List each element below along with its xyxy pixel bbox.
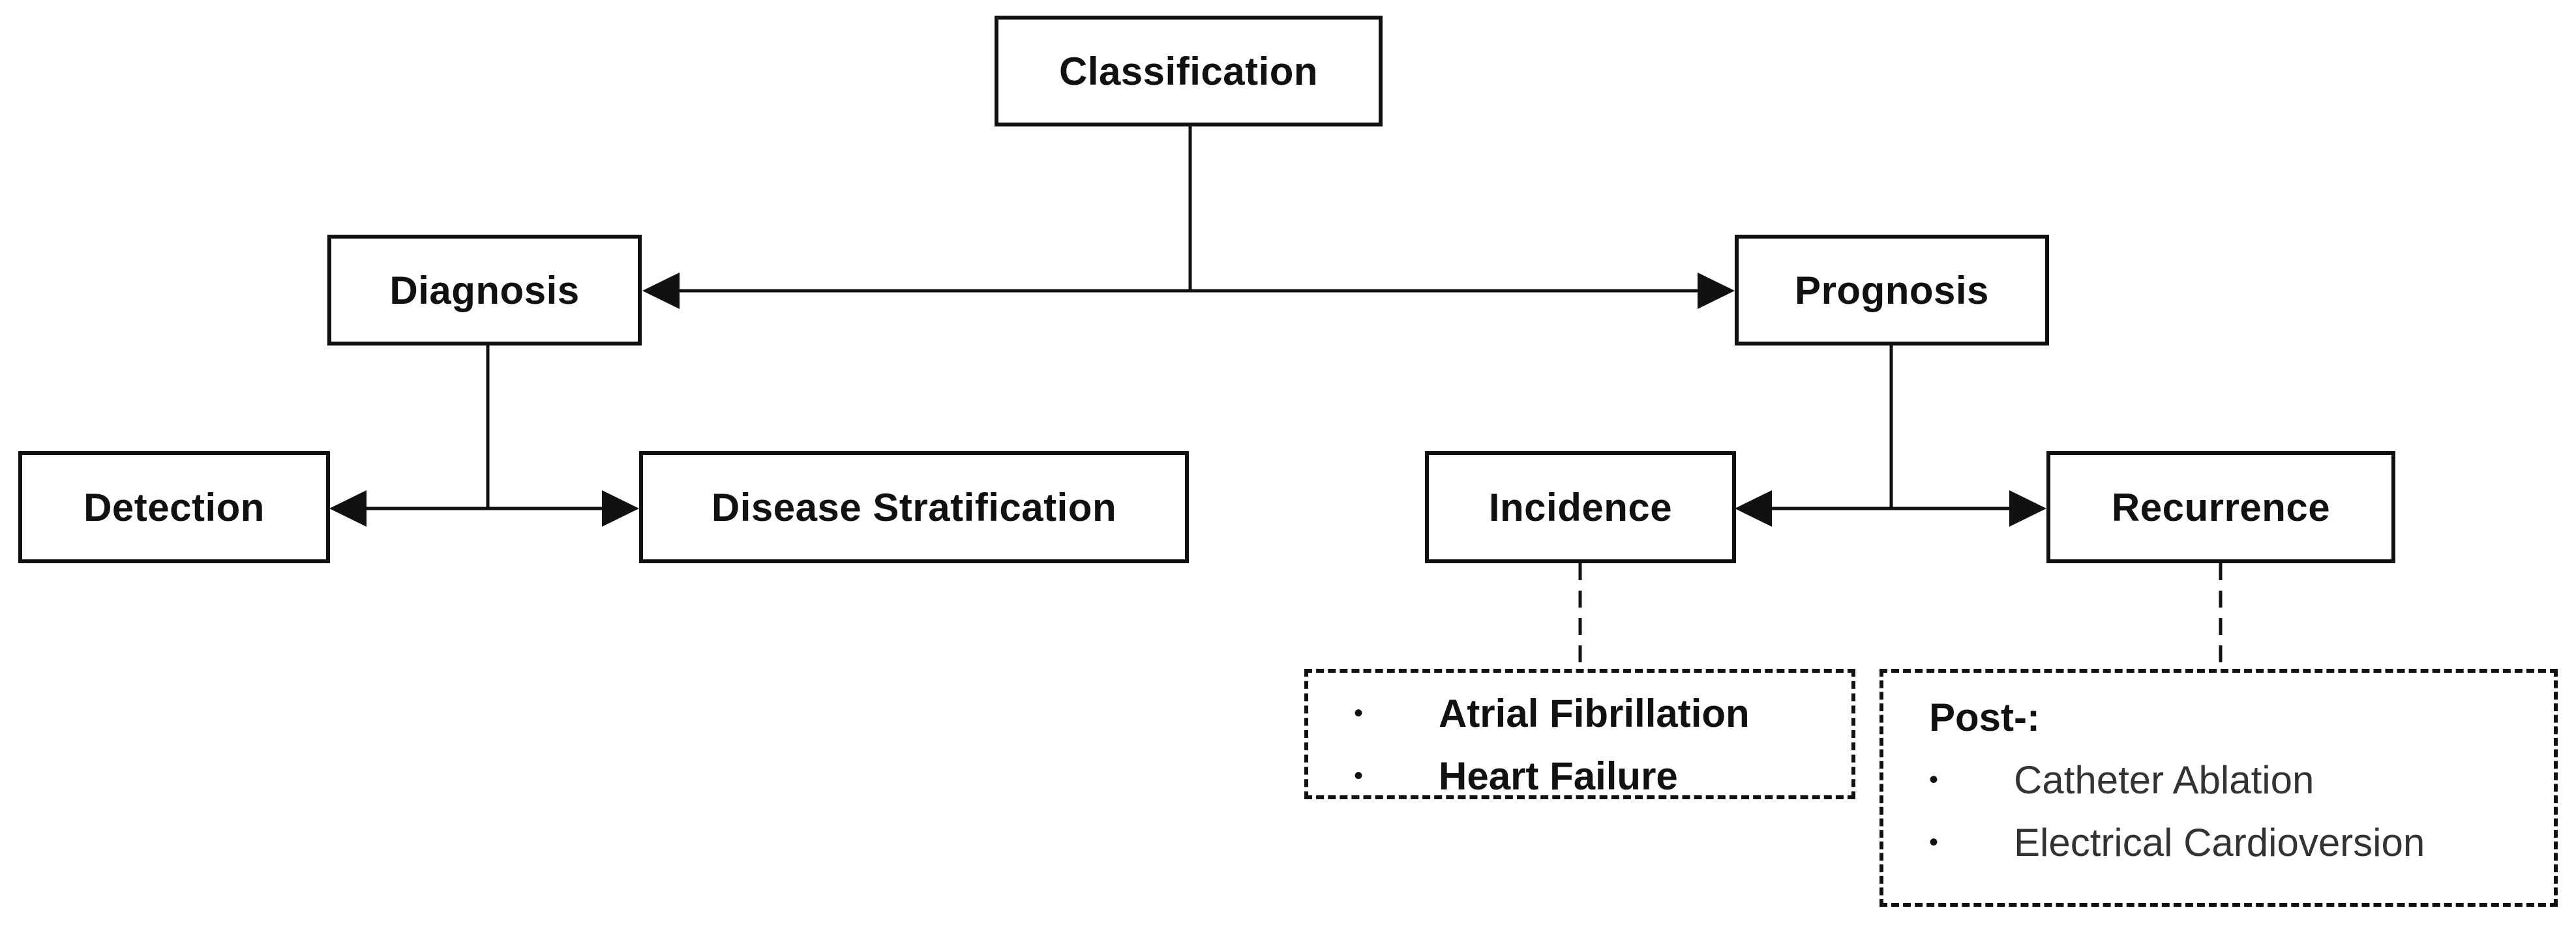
recurrence-item-electrical-cardioversion: • Electrical Cardioversion: [1929, 811, 2554, 874]
arrow-to-disease-stratification: [488, 490, 639, 527]
node-classification: Classification: [995, 16, 1383, 126]
recurrence-item-label: Electrical Cardioversion: [2014, 820, 2425, 864]
incidence-details-box: • Atrial Fibrillation • Heart Failure: [1304, 669, 1855, 799]
node-prognosis: Prognosis: [1735, 235, 2049, 346]
node-disease-stratification: Disease Stratification: [639, 451, 1189, 563]
incidence-details-list: • Atrial Fibrillation • Heart Failure: [1354, 682, 1851, 807]
node-detection: Detection: [18, 451, 330, 563]
incidence-item-label: Atrial Fibrillation: [1439, 691, 1750, 735]
arrow-to-prognosis: [1190, 272, 1735, 309]
arrow-to-diagnosis: [642, 272, 1190, 309]
node-incidence-label: Incidence: [1488, 485, 1673, 529]
node-diagnosis: Diagnosis: [327, 235, 642, 346]
incidence-item-heart-failure: • Heart Failure: [1354, 744, 1851, 807]
node-classification-label: Classification: [1058, 49, 1319, 93]
recurrence-item-catheter-ablation: • Catheter Ablation: [1929, 748, 2554, 811]
node-recurrence-label: Recurrence: [2111, 485, 2331, 529]
node-disease-stratification-label: Disease Stratification: [711, 485, 1117, 529]
incidence-item-label: Heart Failure: [1439, 754, 1678, 798]
arrow-to-recurrence: [1891, 490, 2046, 527]
node-detection-label: Detection: [83, 485, 265, 529]
bullet-icon: •: [1929, 827, 1939, 857]
recurrence-details-box: Post-: • Catheter Ablation • Electrical …: [1880, 669, 2558, 907]
node-incidence: Incidence: [1425, 451, 1736, 563]
node-recurrence: Recurrence: [2046, 451, 2395, 563]
node-diagnosis-label: Diagnosis: [389, 268, 580, 312]
bullet-icon: •: [1354, 761, 1364, 790]
recurrence-item-label: Catheter Ablation: [2014, 758, 2314, 802]
incidence-item-atrial-fibrillation: • Atrial Fibrillation: [1354, 682, 1851, 744]
arrow-to-detection: [329, 490, 488, 527]
arrow-to-incidence: [1735, 490, 1891, 527]
recurrence-details-heading: Post-:: [1929, 695, 2040, 739]
node-prognosis-label: Prognosis: [1795, 268, 1989, 312]
recurrence-details-list: • Catheter Ablation • Electrical Cardiov…: [1929, 748, 2554, 874]
bullet-icon: •: [1354, 698, 1364, 728]
bullet-icon: •: [1929, 765, 1939, 794]
